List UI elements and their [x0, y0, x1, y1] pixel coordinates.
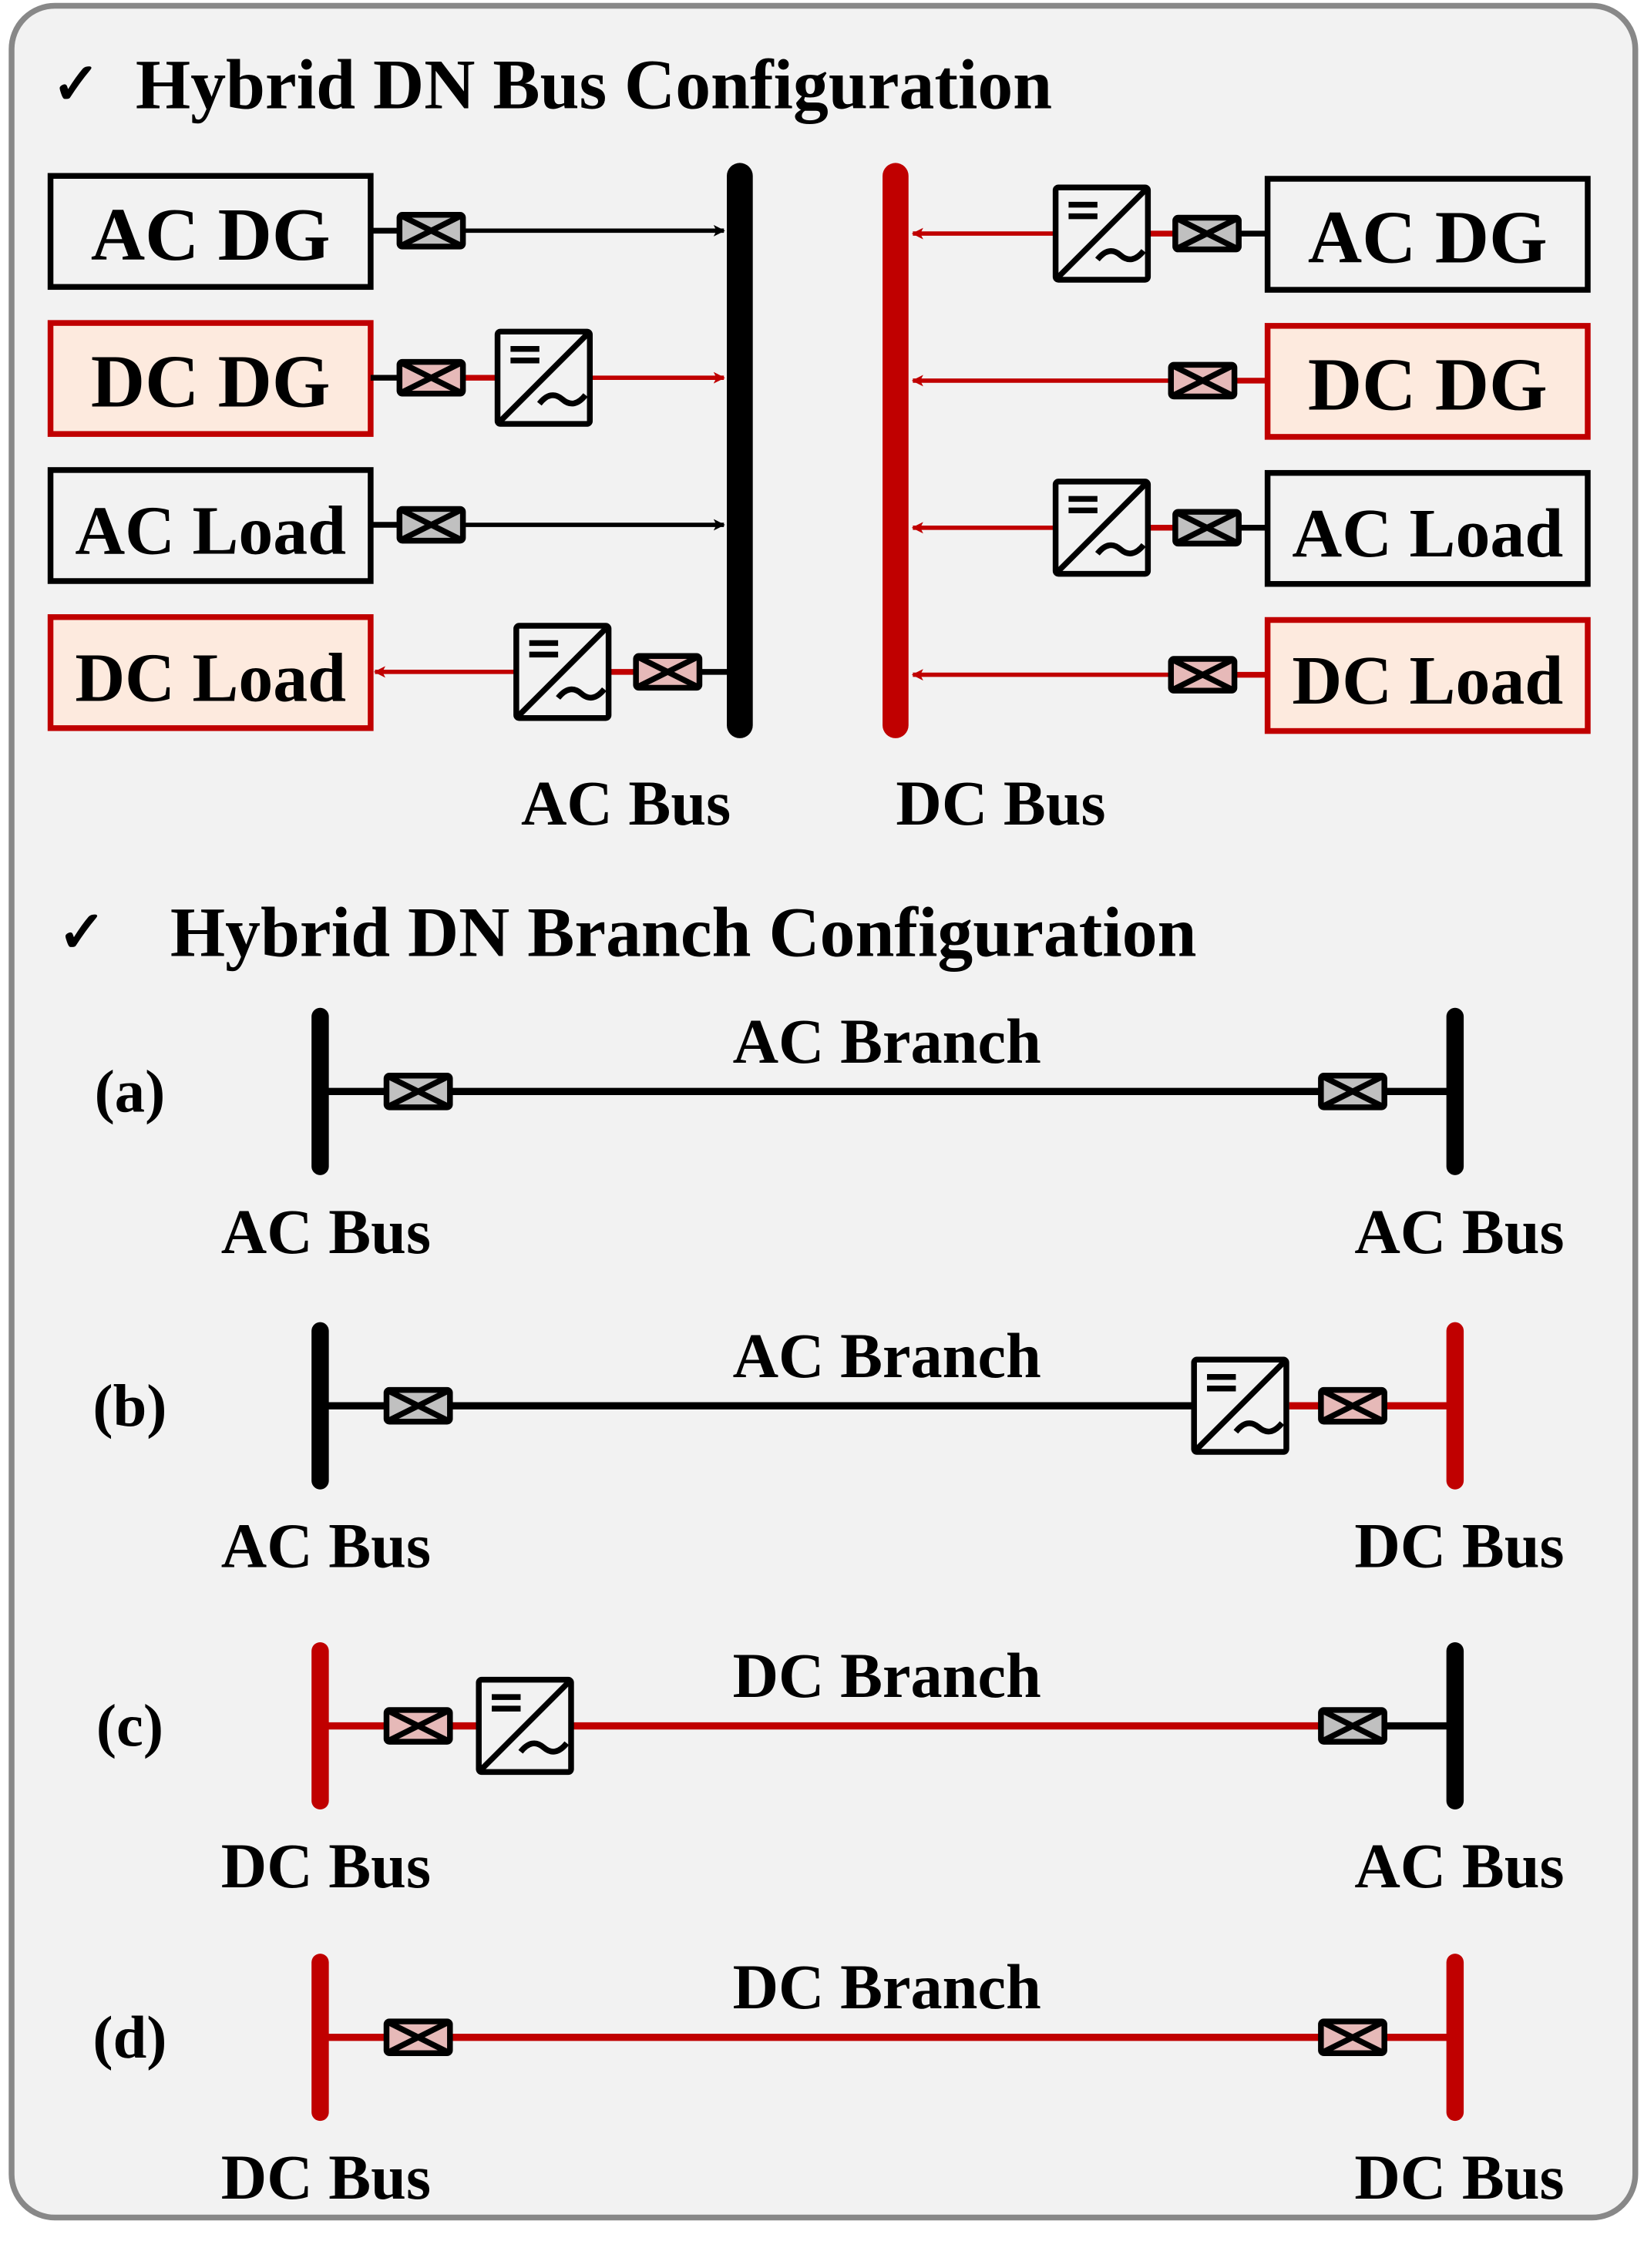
right-device-row: AC Load [911, 469, 1591, 587]
branch-label: DC Branch [733, 1641, 1041, 1711]
ac-breaker-icon [1318, 1707, 1387, 1745]
branch-section-heading: ✓ Hybrid DN Branch Configuration [58, 892, 1197, 971]
right-device-row: DC DG [911, 323, 1591, 440]
branch-case: (a) AC Branch AC Bus AC Bus [95, 1006, 1565, 1267]
device-label: AC DG [1308, 197, 1548, 280]
ac-breaker-icon [1318, 1072, 1387, 1110]
device-box-ac-load: AC Load [1264, 469, 1591, 587]
right-device-row: DC Load [911, 617, 1591, 734]
converter-icon [1052, 479, 1151, 577]
ac-bus-label: AC Bus [521, 768, 731, 838]
dc-bus-label: DC Bus [896, 768, 1105, 838]
check-icon: ✓ [52, 53, 100, 117]
device-label: DC Load [1292, 643, 1563, 719]
case-tag: (a) [95, 1058, 166, 1125]
dc-breaker-icon [1168, 361, 1238, 400]
device-label: DC DG [91, 341, 331, 424]
device-box-dc-load: DC Load [1264, 617, 1591, 734]
device-box-dc-load: DC Load [47, 614, 374, 731]
ac-breaker-icon [383, 1386, 453, 1425]
dc-breaker-icon [1168, 656, 1238, 694]
branch-section-title: Hybrid DN Branch Configuration [170, 892, 1197, 971]
left-device-row: AC DG [47, 173, 725, 291]
dc-breaker-icon [383, 2018, 453, 2056]
to-bus-label: AC Bus [1354, 1831, 1564, 1901]
device-label: DC Load [75, 640, 346, 716]
device-box-ac-dg: AC DG [47, 173, 374, 291]
from-bus-label: DC Bus [221, 2142, 431, 2213]
branch-label: DC Branch [733, 1952, 1041, 2022]
from-bus-label: AC Bus [221, 1511, 431, 1581]
ac-breaker-icon [1172, 214, 1242, 253]
ac-breaker-icon [383, 1072, 453, 1110]
dc-breaker-icon [396, 358, 466, 397]
to-bus-label: DC Bus [1354, 2142, 1564, 2213]
case-tag: (d) [92, 2004, 166, 2071]
right-device-row: AC DG [911, 176, 1591, 293]
converter-icon [476, 1676, 574, 1776]
panel-border [8, 2, 1639, 2221]
left-ac-bus-group: AC Bus AC DG DC DG AC Load DC Load [47, 163, 753, 838]
left-device-row: AC Load [47, 467, 725, 584]
bus-configuration: AC Bus AC DG DC DG AC Load DC Load DC Bus AC D… [47, 163, 1591, 838]
check-icon: ✓ [58, 901, 106, 965]
ac-breaker-icon [1172, 509, 1242, 547]
branch-case: (d) DC Branch DC Bus DC Bus [92, 1952, 1564, 2213]
branch-case: (b) AC Branch AC Bus DC Bus [92, 1321, 1564, 1581]
dc-breaker-icon [1318, 2018, 1387, 2056]
converter-icon [494, 328, 593, 427]
branch-label: AC Branch [733, 1321, 1041, 1391]
case-tag: (b) [92, 1372, 166, 1439]
bus-section-heading: ✓ Hybrid DN Bus Configuration [52, 45, 1052, 123]
converter-icon [513, 623, 612, 721]
device-label: AC DG [91, 193, 331, 277]
device-label: AC Load [1292, 496, 1563, 572]
from-bus-label: DC Bus [221, 1831, 431, 1901]
device-box-ac-load: AC Load [47, 467, 374, 584]
to-bus-label: AC Bus [1354, 1197, 1564, 1267]
bus-section-title: Hybrid DN Bus Configuration [136, 45, 1052, 123]
dc-breaker-icon [383, 1707, 453, 1745]
branch-label: AC Branch [733, 1006, 1041, 1077]
to-bus-label: DC Bus [1354, 1511, 1564, 1581]
device-label: DC DG [1308, 343, 1548, 426]
left-device-row: DC DG [47, 320, 725, 437]
branch-configuration: (a) AC Branch AC Bus AC Bus (b) AC Branch AC B… [92, 1006, 1564, 2213]
ac-breaker-icon [396, 506, 466, 544]
converter-icon [1052, 184, 1151, 283]
device-box-dc-dg: DC DG [47, 320, 374, 437]
dc-breaker-icon [1318, 1386, 1387, 1425]
device-box-ac-dg: AC DG [1264, 176, 1591, 293]
device-label: AC Load [75, 492, 346, 569]
case-tag: (c) [96, 1692, 163, 1759]
from-bus-label: AC Bus [221, 1197, 431, 1267]
dc-breaker-icon [633, 653, 703, 691]
right-dc-bus-group: DC Bus AC DG DC DG AC Load DC Load [883, 163, 1591, 838]
branch-case: (c) DC Branch DC Bus AC Bus [96, 1641, 1565, 1901]
converter-icon [1191, 1356, 1289, 1455]
ac-breaker-icon [396, 212, 466, 250]
device-box-dc-dg: DC DG [1264, 323, 1591, 440]
left-device-row: DC Load [47, 614, 728, 731]
